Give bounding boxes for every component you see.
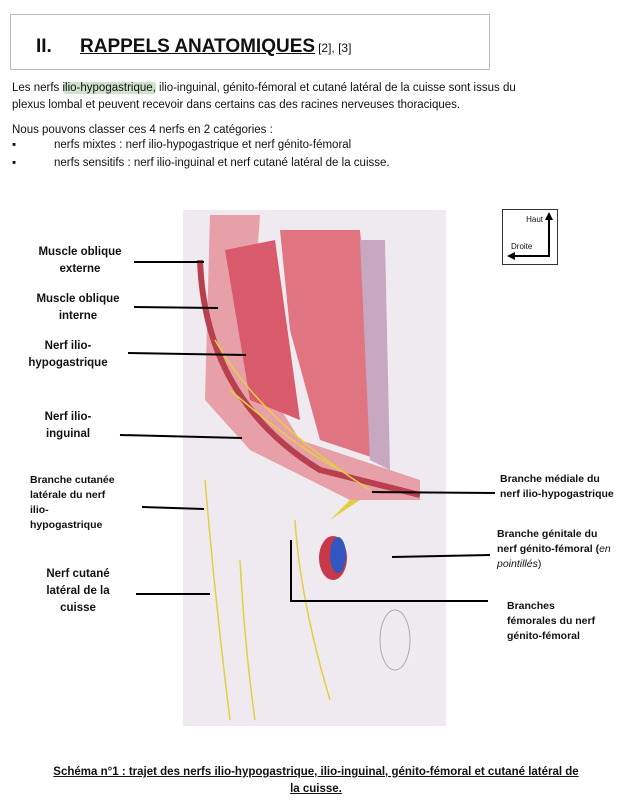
intro-paragraph: Les nerfs ilio-hypogastrique, ilio-ingui… <box>12 80 622 114</box>
intro-text: Les nerfs <box>12 82 63 94</box>
intro-text: plexus lombal et peuvent recevoir dans c… <box>12 99 461 111</box>
heading-box <box>10 14 490 70</box>
orientation-compass: Haut Droite <box>502 209 558 265</box>
label-line: latérale du nerf <box>30 489 106 501</box>
heading-number: II. <box>36 36 52 57</box>
pointer-arrows <box>119 261 496 602</box>
label-line: nerf ilio-hypogastrique <box>500 488 614 500</box>
bullet-item: ▪ nerfs mixtes : nerf ilio-hypogastrique … <box>12 139 351 151</box>
heading-title: RAPPELS ANATOMIQUES[2], [3] <box>80 36 351 58</box>
muscle-external <box>205 215 420 500</box>
label-line: Branches <box>507 600 555 612</box>
highlighted-text: ilio-hypogastrique, <box>62 82 156 94</box>
label-italic: pointillés <box>497 558 538 570</box>
compass-right-label: Droite <box>511 242 533 251</box>
bullet-text: nerfs sensitifs : nerf ilio-inguinal et … <box>54 157 390 169</box>
label-line: Branche médiale du <box>500 473 600 485</box>
label-branche-genitale: Branche génitale du nerf génito-fémoral (… <box>497 527 611 572</box>
caption-line: Schéma n°1 : trajet des nerfs ilio-hypog… <box>53 766 579 778</box>
inguinal-ligament <box>197 259 421 498</box>
label-line: hypogastrique <box>30 519 103 531</box>
muscle-deep <box>360 240 390 470</box>
label-line: Branche cutanée <box>30 474 115 486</box>
label-line: Nerf cutané <box>46 568 110 580</box>
caption-line: la cuisse. <box>290 783 342 795</box>
muscle-internal-2 <box>280 230 380 460</box>
classify-text: Nous pouvons classer ces 4 nerfs en 2 ca… <box>12 124 273 136</box>
label-line: Nerf ilio- <box>44 340 92 352</box>
label-line: inguinal <box>45 428 91 440</box>
bullet-text: nerfs mixtes : nerf ilio-hypogastrique e… <box>54 139 352 151</box>
label-oblique-interne: Muscle oblique interne <box>18 291 138 325</box>
label-line: Muscle oblique <box>36 293 120 305</box>
label-line: nerf génito-fémoral ( <box>497 543 600 555</box>
label-line: latéral de la <box>46 585 110 597</box>
label-line: hypogastrique <box>28 357 108 369</box>
intro-text: ilio-inguinal, génito-fémoral et cutané … <box>155 82 516 94</box>
label-oblique-externe: Muscle oblique externe <box>20 244 140 278</box>
label-line: génito-fémoral <box>507 630 580 642</box>
compass-up-label: Haut <box>526 215 543 224</box>
label-branches-femorales: Branches fémorales du nerf génito-fémoral <box>507 599 595 644</box>
heading-title-text: RAPPELS ANATOMIQUES <box>80 36 316 57</box>
nerves <box>204 339 371 721</box>
figure-caption: Schéma n°1 : trajet des nerfs ilio-hypog… <box>0 764 632 798</box>
label-line: externe <box>59 263 101 275</box>
label-ilio-inguinal: Nerf ilio-inguinal <box>8 409 128 443</box>
label-line: Nerf ilio- <box>44 411 92 423</box>
femoral-vein <box>330 537 346 573</box>
label-ilio-hypogastrique: Nerf ilio-hypogastrique <box>8 338 128 372</box>
label-cutane-lateral: Nerf cutané latéral de la cuisse <box>18 566 138 617</box>
label-line: interne <box>58 310 98 322</box>
nerve-branch <box>330 500 360 520</box>
label-line: cuisse <box>60 602 96 614</box>
label-line: Muscle oblique <box>38 246 122 258</box>
label-branche-cutanee: Branche cutanée latérale du nerf ilio-hypo… <box>30 473 115 533</box>
bullet-icon: ▪ <box>12 139 17 151</box>
spermatic-cord <box>379 609 411 671</box>
label-branche-mediale: Branche médiale du nerf ilio-hypogastriqu… <box>500 472 614 502</box>
label-line: ) <box>537 558 542 570</box>
label-line: Branche génitale du <box>497 528 598 540</box>
label-line: fémorales du nerf <box>507 615 596 627</box>
bullet-item: ▪ nerfs sensitifs : nerf ilio-inguinal et… <box>12 157 390 169</box>
label-line: ilio- <box>30 504 49 516</box>
label-italic: en <box>599 543 611 555</box>
compass-arrows-icon <box>507 212 553 260</box>
bullet-icon: ▪ <box>12 157 17 169</box>
heading-refs: [2], [3] <box>318 41 352 55</box>
muscle-internal <box>225 240 300 420</box>
